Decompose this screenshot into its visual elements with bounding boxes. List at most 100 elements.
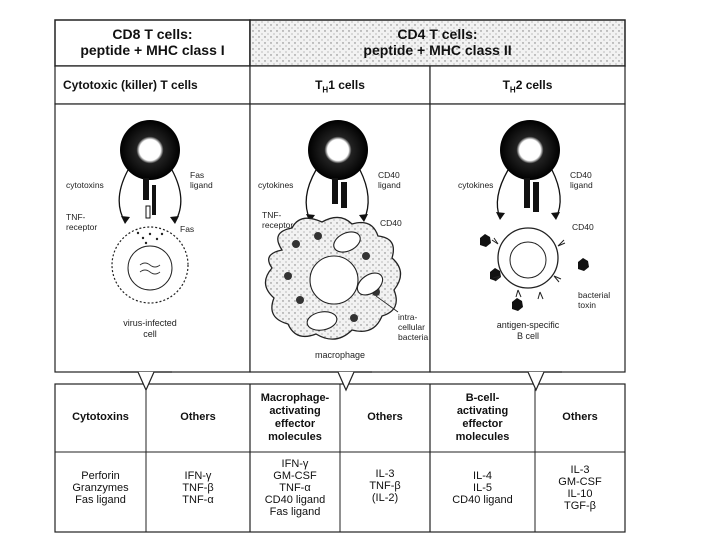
label-cytokines: cytokines <box>458 180 493 190</box>
ctl-receptor-icon <box>143 178 149 200</box>
col-head-others-ctl: Others <box>146 411 250 424</box>
cell-value: IL-10 <box>535 488 625 500</box>
col-head-macrophage-activating: Macrophage- activating effector molecule… <box>250 392 340 444</box>
col5-head-3: effector <box>430 418 535 431</box>
th1-tcr-icon <box>332 178 338 204</box>
cell-value: TGF-β <box>535 500 625 512</box>
label-fas-ligand: Fas ligand <box>190 170 213 190</box>
label-antigen-specific-b-cell: antigen-specific B cell <box>470 320 586 342</box>
ctl-cell-label: CTL <box>135 145 165 154</box>
cell-value: IFN-γ <box>146 470 250 482</box>
th2-title-rest: 2 cells <box>516 78 553 92</box>
label-bact-2: cellular <box>398 322 428 332</box>
label-bact-1: intra- <box>398 312 428 322</box>
b-cell-nucleus <box>510 242 546 278</box>
ctl-title: Cytotoxic (killer) T cells <box>63 78 198 92</box>
label-target-2: cell <box>90 329 210 340</box>
label-th2-cd40l-2: ligand <box>570 180 593 190</box>
col5-head-4: molecules <box>430 431 535 444</box>
col-b-cell-activating: IL-4 IL-5 CD40 ligand <box>430 470 535 506</box>
label-cd40-ligand-2: ligand <box>378 180 401 190</box>
col-head-others-th1: Others <box>340 411 430 424</box>
label-cd40: CD40 <box>572 222 594 232</box>
label-fas: Fas <box>180 224 194 234</box>
cd8-header-line1: CD8 T cells: <box>55 26 250 42</box>
cell-value: Perforin <box>55 470 146 482</box>
cell-value: Fas ligand <box>55 494 146 506</box>
cell-value: TNF-β <box>146 482 250 494</box>
cd4-header: CD4 T cells: peptide + MHC class II <box>250 26 625 58</box>
label-cytotoxins: cytotoxins <box>66 180 104 190</box>
cell-value: CD40 ligand <box>430 494 535 506</box>
col-others-th2: IL-3 GM-CSF IL-10 TGF-β <box>535 464 625 512</box>
cell-value: Granzymes <box>55 482 146 494</box>
label-th2-cd40l-1: CD40 <box>570 170 593 180</box>
cell-value: GM-CSF <box>535 476 625 488</box>
macrophage-nucleus <box>310 256 358 304</box>
cell-value: (IL-2) <box>340 492 430 504</box>
target-nucleus <box>128 246 172 290</box>
col5-head-1: B-cell- <box>430 392 535 405</box>
label-macrophage: macrophage <box>300 350 380 361</box>
th2-title: TH2 cells <box>430 78 625 94</box>
label-tnf-receptor: TNF- receptor <box>66 212 97 232</box>
label-intracellular-bacteria: intra- cellular bacteria <box>398 312 428 342</box>
cell-value: Fas ligand <box>250 506 340 518</box>
th1-title-rest: 1 cells <box>328 78 365 92</box>
label-cd40-ligand-1: CD40 <box>378 170 401 180</box>
col-head-cytotoxins: Cytotoxins <box>55 411 146 424</box>
col-macrophage-activating: IFN-γ GM-CSF TNF-α CD40 ligand Fas ligan… <box>250 458 340 518</box>
label-b-1: antigen-specific <box>470 320 586 331</box>
label-bact-3: bacteria <box>398 332 428 342</box>
cell-value: IL-3 <box>340 468 430 480</box>
col3-head-3: effector <box>250 418 340 431</box>
label-tnf-receptor: TNF- receptor <box>262 210 293 230</box>
th1-cd40l-icon <box>341 182 347 208</box>
cd4-header-line2: peptide + MHC class II <box>250 42 625 58</box>
label-tnf-receptor-2: receptor <box>66 222 97 232</box>
col3-head-2: activating <box>250 405 340 418</box>
label-cytokines: cytokines <box>258 180 293 190</box>
cell-value: IFN-γ <box>250 458 340 470</box>
th2-cd40l-icon <box>533 182 539 212</box>
cd8-header-line2: peptide + MHC class I <box>55 42 250 58</box>
col-cytotoxins: Perforin Granzymes Fas ligand <box>55 470 146 506</box>
cell-value: IL-3 <box>535 464 625 476</box>
col3-head-4: molecules <box>250 431 340 444</box>
label-toxin-1: bacterial <box>578 290 610 300</box>
cell-value: TNF-β <box>340 480 430 492</box>
ctl-receptor-stub <box>146 206 150 218</box>
col-others-ctl: IFN-γ TNF-β TNF-α <box>146 470 250 506</box>
th1-cell-label: TH1 <box>323 145 353 154</box>
label-b-2: B cell <box>470 331 586 342</box>
cell-value: CD40 ligand <box>250 494 340 506</box>
th2-cell-label: TH2 <box>515 145 545 154</box>
label-cd40: CD40 <box>380 218 402 228</box>
cd4-header-line1: CD4 T cells: <box>250 26 625 42</box>
label-fas-ligand-1: Fas <box>190 170 213 180</box>
th2-tcr-icon <box>524 178 530 208</box>
label-virus-infected-cell: virus-infected cell <box>90 318 210 340</box>
col-head-b-cell-activating: B-cell- activating effector molecules <box>430 392 535 444</box>
label-target-1: virus-infected <box>90 318 210 329</box>
label-tnf-receptor-1: TNF- <box>66 212 97 222</box>
label-th1-tnf-1: TNF- <box>262 210 293 220</box>
cell-value: TNF-α <box>250 482 340 494</box>
ctl-fasl-icon <box>152 185 156 215</box>
label-th1-tnf-2: receptor <box>262 220 293 230</box>
th1-title: TH1 cells <box>250 78 430 94</box>
col-others-th1: IL-3 TNF-β (IL-2) <box>340 468 430 504</box>
label-bacterial-toxin: bacterial toxin <box>578 290 610 310</box>
th2-title-main: T <box>503 78 510 92</box>
col-head-others-th2: Others <box>535 411 625 424</box>
cell-value: GM-CSF <box>250 470 340 482</box>
cell-value: IL-5 <box>430 482 535 494</box>
label-toxin-2: toxin <box>578 300 610 310</box>
col5-head-2: activating <box>430 405 535 418</box>
col3-head-1: Macrophage- <box>250 392 340 405</box>
label-cd40-ligand: CD40 ligand <box>570 170 593 190</box>
cd8-header: CD8 T cells: peptide + MHC class I <box>55 26 250 58</box>
label-fas-ligand-2: ligand <box>190 180 213 190</box>
label-cd40-ligand: CD40 ligand <box>378 170 401 190</box>
cell-value: IL-4 <box>430 470 535 482</box>
